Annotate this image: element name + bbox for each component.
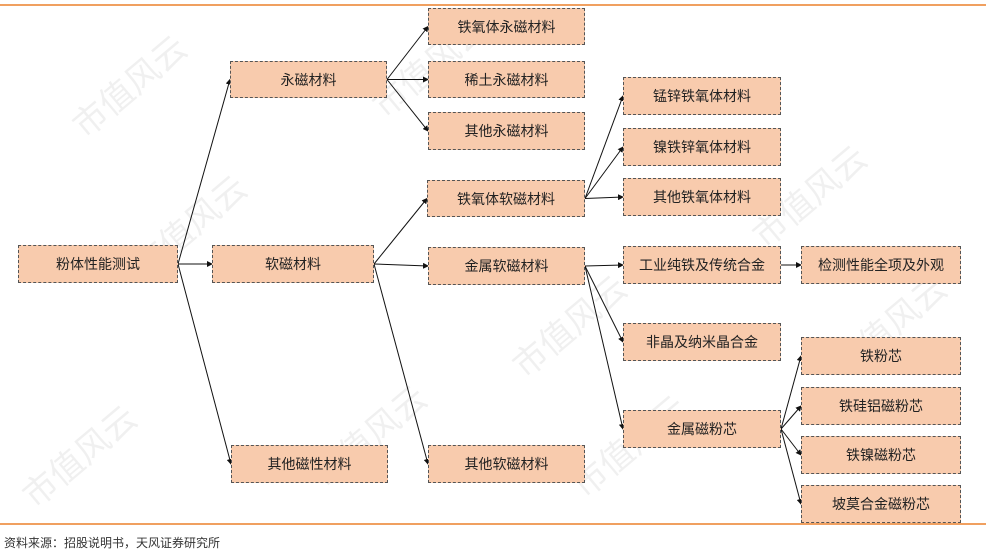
node-other-soft: 其他软磁材料 — [428, 445, 585, 483]
node-other-permanent: 其他永磁材料 — [428, 112, 585, 150]
connector-arrow-metal_soft-to-pure_iron — [584, 262, 624, 269]
node-mnzn-ferrite: 锰锌铁氧体材料 — [623, 77, 781, 115]
node-other-ferrite: 其他铁氧体材料 — [623, 178, 781, 216]
node-inspection: 检测性能全项及外观 — [801, 246, 961, 284]
connector-arrow-powder_core-to-sendust — [780, 405, 802, 430]
bottom-rule — [0, 523, 986, 525]
connector-arrow-soft-to-ferrite_soft — [373, 197, 428, 265]
connector-arrow-powder_core-to-iron_powder — [780, 355, 803, 430]
node-root: 粉体性能测试 — [18, 245, 178, 283]
node-ferrite-permanent: 铁氧体永磁材料 — [428, 8, 585, 45]
source-note: 资料来源：招股说明书，天风证券研究所 — [4, 536, 221, 550]
node-permalloy-core: 坡莫合金磁粉芯 — [801, 485, 961, 523]
connector-arrow-root-to-other_magnetic — [177, 263, 233, 465]
node-ferrite-soft: 铁氧体软磁材料 — [427, 180, 585, 217]
node-other-magnetic: 其他磁性材料 — [231, 445, 388, 483]
node-nizn-ferrite: 镍铁锌氧体材料 — [623, 128, 781, 166]
node-amorphous-alloy: 非晶及纳米晶合金 — [623, 323, 781, 361]
node-permanent-magnet: 永磁材料 — [230, 61, 387, 98]
node-sendust-core: 铁硅铝磁粉芯 — [801, 387, 961, 425]
top-rule — [0, 4, 986, 6]
node-feni-core: 铁镍磁粉芯 — [801, 436, 961, 474]
node-metal-soft: 金属软磁材料 — [428, 247, 585, 285]
connector-arrow-metal_soft-to-powder_core — [584, 265, 625, 430]
connector-arrow-ferrite_soft-to-other_ferrite — [584, 194, 624, 201]
connector-arrow-permanent-to-ferrite_perm — [386, 25, 429, 80]
connector-arrow-metal_soft-to-amorphous — [584, 265, 624, 343]
connector-arrow-ferrite_soft-to-nizn — [584, 146, 624, 199]
node-rare-earth: 稀土永磁材料 — [428, 61, 585, 98]
connector-arrow-powder_core-to-permalloy — [780, 428, 803, 505]
node-soft-magnet: 软磁材料 — [212, 245, 374, 283]
connector-arrow-soft-to-metal_soft — [373, 262, 429, 269]
node-pure-iron-alloy: 工业纯铁及传统合金 — [623, 246, 781, 284]
node-iron-powder-core: 铁粉芯 — [801, 337, 961, 375]
connector-arrow-powder_core-to-feni — [780, 428, 802, 456]
connector-arrow-ferrite_soft-to-mnzn — [584, 95, 625, 199]
node-metal-powder-core: 金属磁粉芯 — [623, 410, 781, 448]
connector-arrow-root-to-permanent — [177, 78, 232, 265]
connector-arrow-soft-to-other_soft — [373, 263, 430, 465]
connector-arrow-permanent-to-other_perm — [386, 79, 429, 132]
